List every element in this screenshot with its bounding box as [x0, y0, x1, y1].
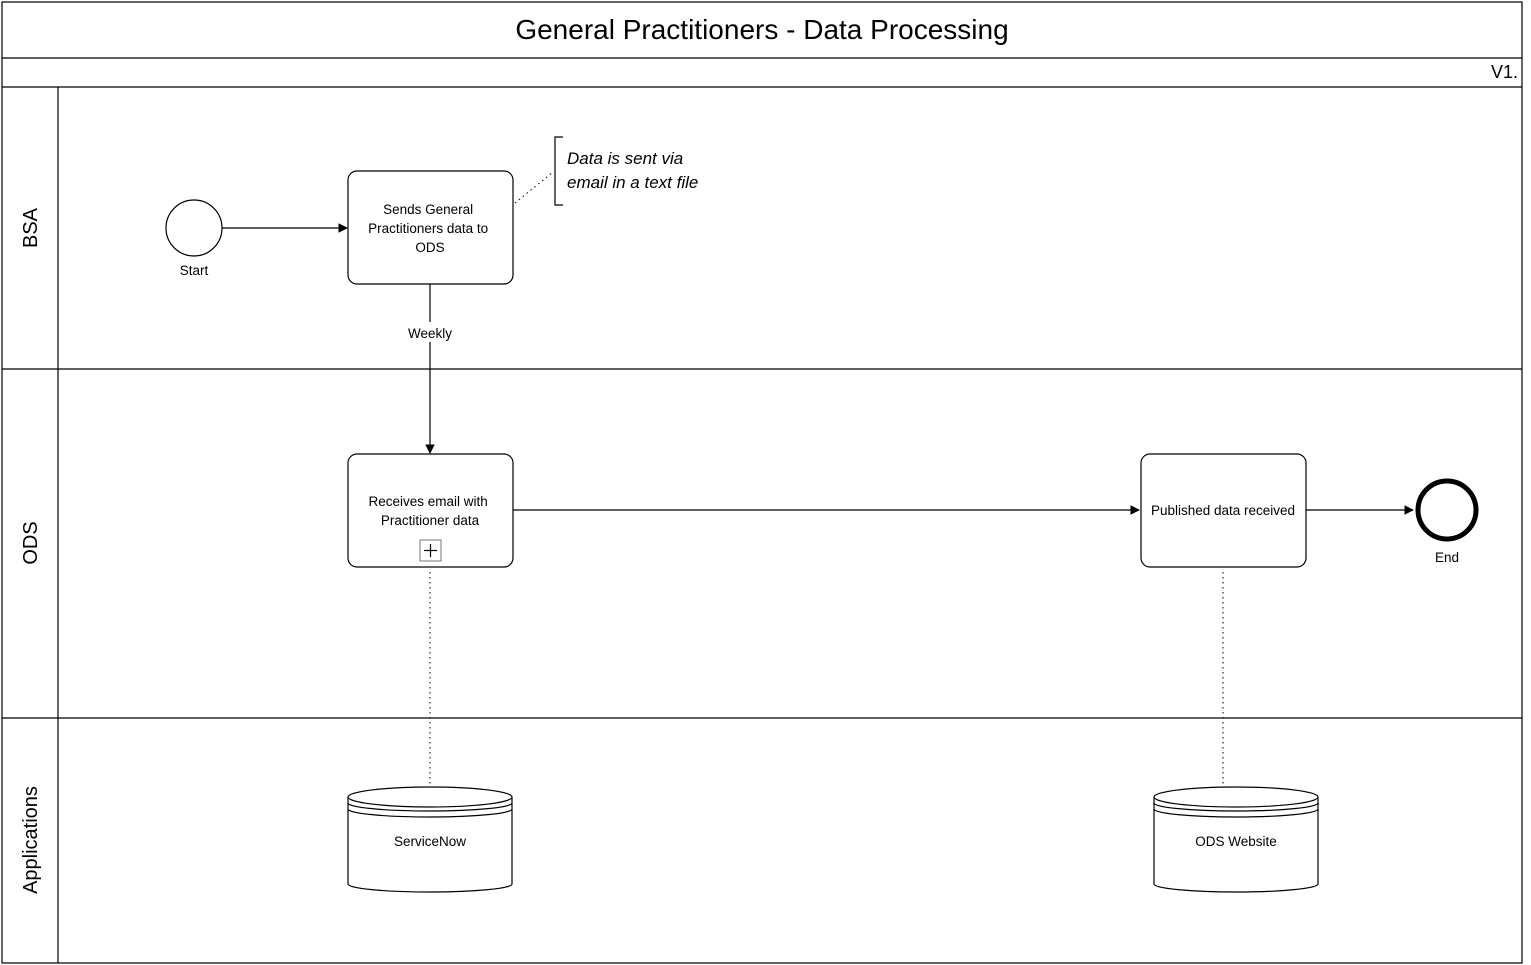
annotation-text: Data is sent via email in a text file [567, 149, 698, 192]
task-send-data-label: Sends General Practitioners data to ODS [368, 202, 492, 255]
subprocess-expand-icon[interactable] [419, 539, 442, 562]
lane-label-bsa: BSA [20, 207, 42, 248]
end-event-label: End [1435, 550, 1459, 565]
task-published-data-label: Published data received [1151, 503, 1295, 518]
data-store-ods-website[interactable] [1153, 786, 1319, 893]
flow-label-weekly: Weekly [408, 326, 452, 341]
flow-label-background [400, 322, 460, 342]
task-receive-email-label: Receives email with Practitioner data [368, 494, 491, 528]
start-event[interactable] [165, 199, 223, 257]
lane-label-applications: Applications [20, 786, 42, 894]
data-store-servicenow-label: ServiceNow [394, 834, 466, 849]
diagram-title: General Practitioners - Data Processing [515, 14, 1008, 45]
annotation-bracket [554, 136, 563, 206]
end-event[interactable] [1415, 478, 1479, 542]
start-event-label: Start [180, 263, 209, 278]
data-store-ods-website-label: ODS Website [1195, 834, 1277, 849]
annotation-association [514, 171, 554, 204]
data-store-servicenow[interactable] [347, 786, 513, 893]
version-label: V1. [1491, 62, 1518, 82]
lane-label-ods: ODS [20, 521, 42, 564]
